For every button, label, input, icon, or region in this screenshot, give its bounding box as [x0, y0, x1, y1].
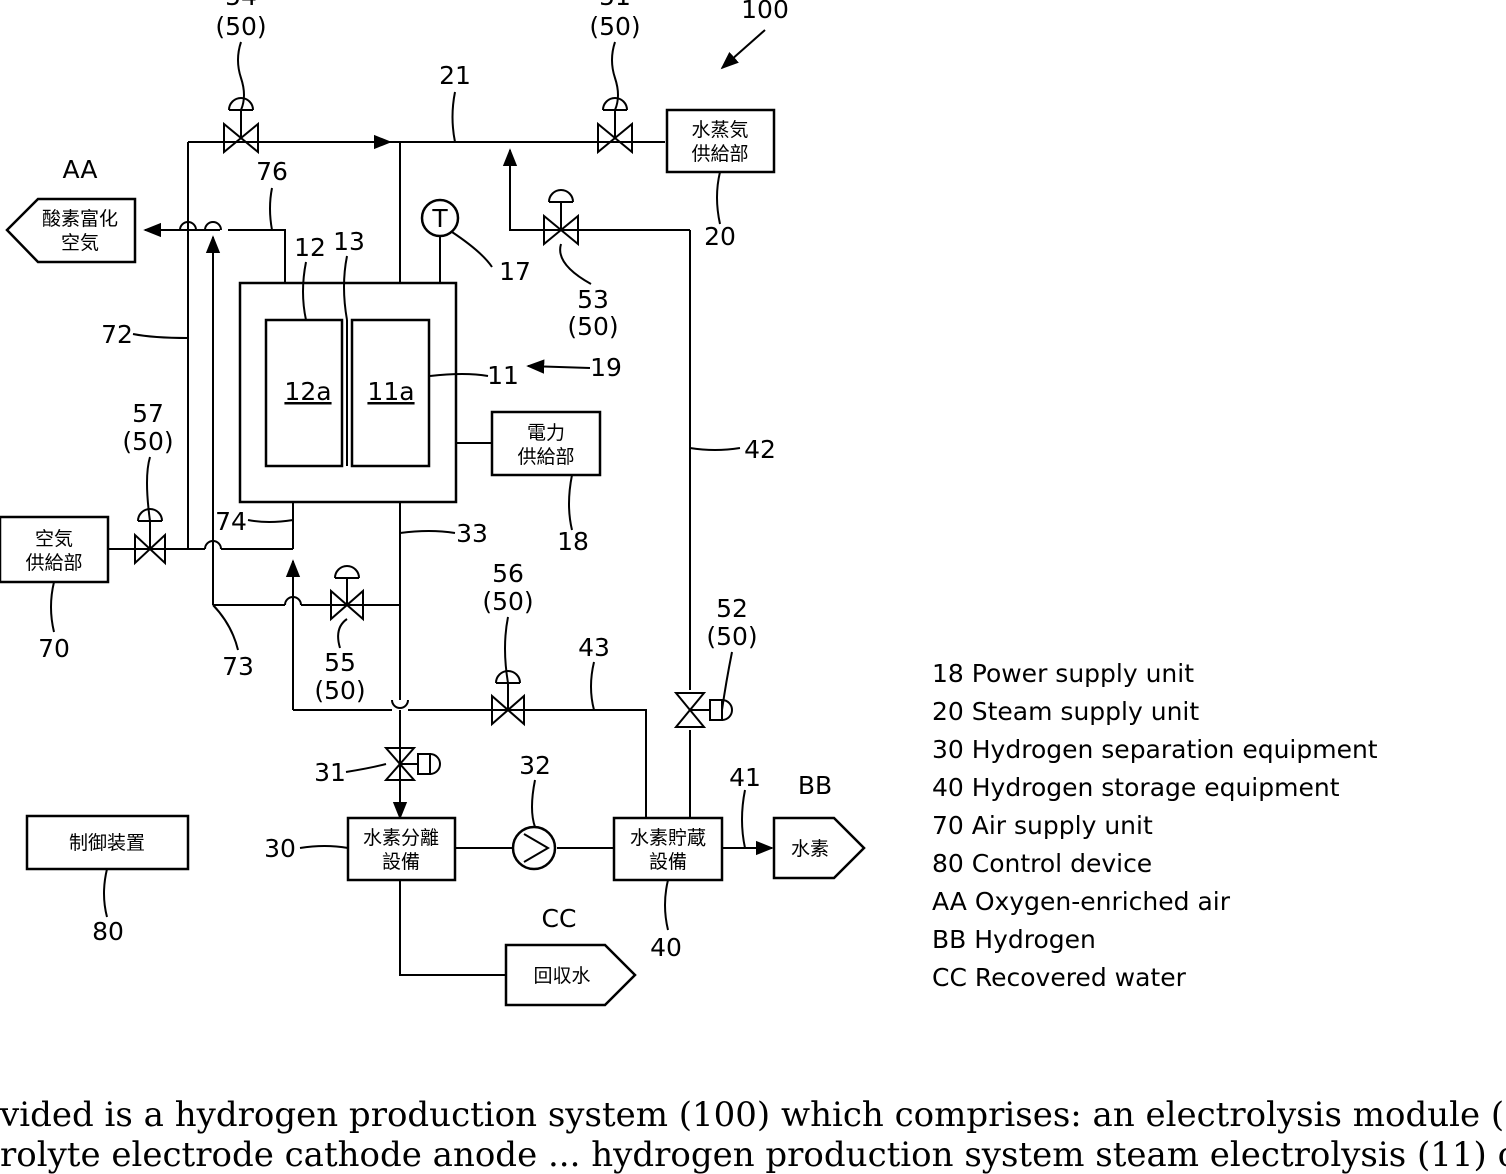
hydrogen-separation-text-2: 設備 — [382, 851, 420, 873]
label-70: 70 — [38, 634, 70, 663]
legend-item: 18 Power supply unit — [932, 659, 1194, 688]
label-51: 51 — [599, 0, 631, 11]
label-76: 76 — [256, 157, 288, 186]
label-51-sub: (50) — [589, 12, 640, 41]
label-80: 80 — [92, 917, 124, 946]
label-31: 31 — [314, 758, 346, 787]
system-diagram: 水蒸気 供給部 酸素富化 空気 電力 供給部 空気 供給部 制御装置 水素分離 … — [0, 0, 1506, 1149]
legend-item: 40 Hydrogen storage equipment — [932, 773, 1340, 802]
label-42: 42 — [744, 435, 776, 464]
label-11: 11 — [487, 361, 519, 390]
label-13: 13 — [333, 227, 365, 256]
legend-item: CC Recovered water — [932, 963, 1187, 992]
legend-item: 70 Air supply unit — [932, 811, 1153, 840]
recovered-water-text: 回収水 — [533, 965, 590, 987]
label-12: 12 — [294, 233, 326, 262]
legend-item: 80 Control device — [932, 849, 1152, 878]
label-20: 20 — [704, 222, 736, 251]
abstract-line-2: rolyte electrode cathode anode ... hydro… — [0, 1136, 1506, 1174]
label-55: 55 — [324, 648, 356, 677]
label-54-sub: (50) — [215, 12, 266, 41]
control-device-text: 制御装置 — [69, 832, 145, 854]
label-40: 40 — [650, 933, 682, 962]
valve-51 — [598, 98, 632, 152]
pump-icon — [513, 827, 555, 869]
legend-item: BB Hydrogen — [932, 925, 1096, 954]
power-supply-text-2: 供給部 — [517, 446, 574, 468]
label-52-sub: (50) — [706, 622, 757, 651]
label-bb: BB — [798, 771, 832, 800]
label-32: 32 — [519, 751, 551, 780]
valve-55 — [331, 566, 363, 619]
label-56: 56 — [492, 559, 524, 588]
label-cc: CC — [542, 904, 577, 933]
label-43: 43 — [578, 633, 610, 662]
label-aa: AA — [63, 155, 98, 184]
label-12a: 12a — [284, 377, 331, 406]
abstract-line-1: vided is a hydrogen production system (1… — [0, 1096, 1506, 1134]
hydrogen-outlet-text: 水素 — [791, 838, 829, 860]
label-53: 53 — [577, 285, 609, 314]
legend: 18 Power supply unit 20 Steam supply uni… — [932, 659, 1378, 992]
label-53-sub: (50) — [567, 312, 618, 341]
label-11a: 11a — [367, 377, 414, 406]
legend-item: 20 Steam supply unit — [932, 697, 1199, 726]
valve-54 — [224, 98, 258, 152]
label-57-sub: (50) — [122, 427, 173, 456]
power-supply-text-1: 電力 — [527, 422, 565, 444]
label-17: 17 — [499, 257, 531, 286]
label-74: 74 — [215, 507, 247, 536]
label-t: T — [431, 204, 448, 233]
label-41: 41 — [729, 763, 761, 792]
oxygen-air-text-2: 空気 — [61, 232, 99, 254]
air-supply-text-2: 供給部 — [25, 552, 82, 574]
label-57: 57 — [132, 399, 164, 428]
label-18: 18 — [557, 527, 589, 556]
steam-supply-text-1: 水蒸気 — [691, 119, 748, 141]
label-21: 21 — [439, 61, 471, 90]
label-33: 33 — [456, 519, 488, 548]
label-54: 54 — [225, 0, 257, 11]
label-100: 100 — [741, 0, 789, 24]
label-30: 30 — [264, 834, 296, 863]
label-55-sub: (50) — [314, 676, 365, 705]
label-19: 19 — [590, 353, 622, 382]
hydrogen-storage-text-1: 水素貯蔵 — [630, 827, 706, 849]
oxygen-air-text-1: 酸素富化 — [42, 208, 118, 230]
label-56-sub: (50) — [482, 587, 533, 616]
hydrogen-storage-text-2: 設備 — [649, 851, 687, 873]
label-52: 52 — [716, 594, 748, 623]
label-73: 73 — [222, 652, 254, 681]
air-supply-text-1: 空気 — [35, 528, 73, 550]
legend-item: 30 Hydrogen separation equipment — [932, 735, 1378, 764]
label-72: 72 — [101, 320, 133, 349]
legend-item: AA Oxygen-enriched air — [932, 887, 1231, 916]
valve-31 — [386, 748, 440, 780]
valve-53 — [544, 190, 578, 244]
steam-supply-text-2: 供給部 — [691, 143, 748, 165]
hydrogen-separation-text-1: 水素分離 — [363, 827, 439, 849]
